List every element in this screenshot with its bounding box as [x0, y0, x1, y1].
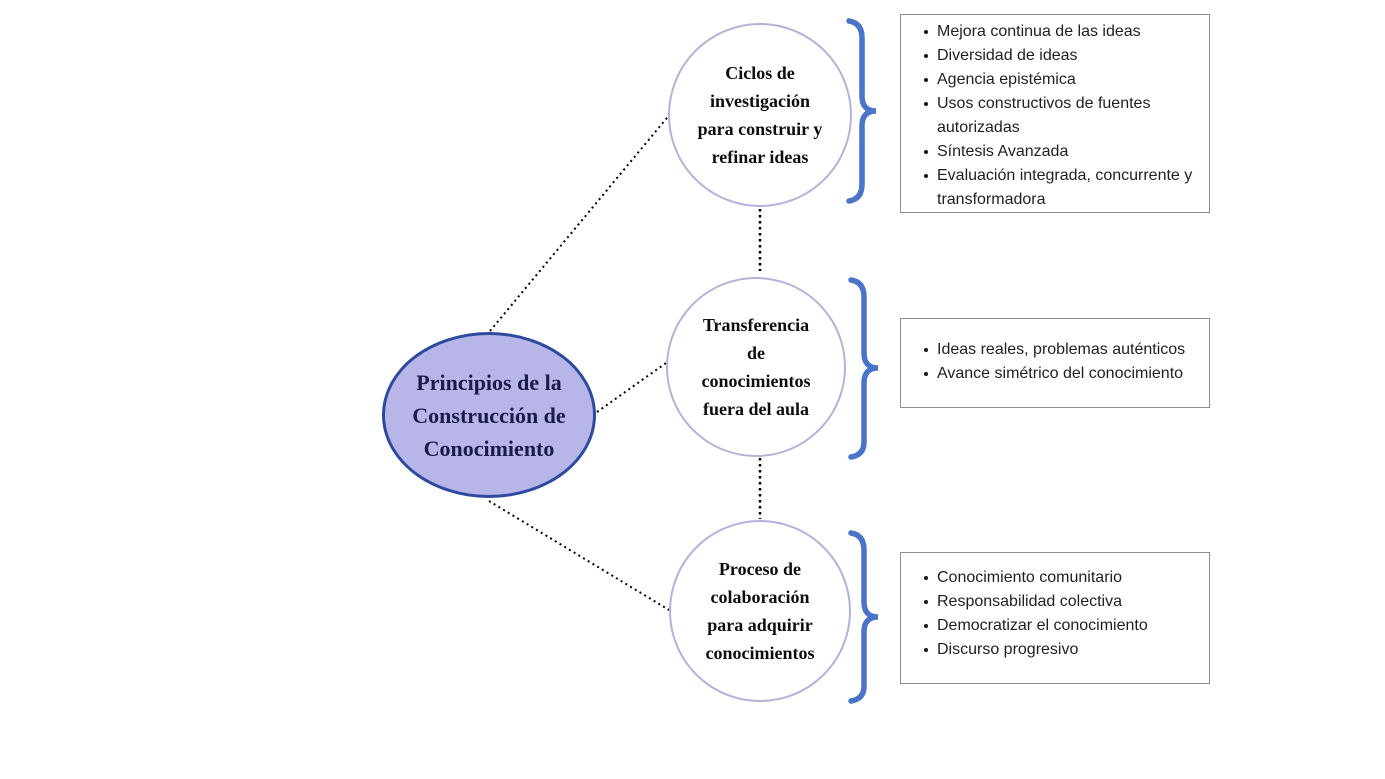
bullet-list-item: Agencia epistémica	[923, 68, 1197, 92]
central-node-line: Conocimiento	[423, 435, 555, 461]
circle-node-line: Transferencia	[702, 315, 810, 335]
bullet-list: Ideas reales, problemas auténticos Avanc…	[913, 338, 1197, 386]
detail-box-ciclos: Mejora continua de las ideas Diversidad …	[900, 14, 1210, 213]
circle-node-line: para adquirir	[707, 615, 813, 635]
central-node-line: Construcción de	[412, 402, 566, 428]
curly-brace-middle-icon	[848, 277, 879, 460]
dotted-connector-center-to-top	[489, 112, 672, 332]
bullet-list: Mejora continua de las ideas Diversidad …	[913, 20, 1197, 212]
bullet-list-item: Discurso progresivo	[923, 638, 1197, 662]
circle-node-label: Transferencia de conocimientos fuera del…	[702, 311, 811, 423]
bullet-list-item: Diversidad de ideas	[923, 44, 1197, 68]
bullet-list-item: Democratizar el conocimiento	[923, 614, 1197, 638]
bullet-list: Conocimiento comunitario Responsabilidad…	[913, 566, 1197, 662]
circle-node-line: de	[746, 343, 765, 363]
central-node-line: Principios de la	[416, 369, 562, 395]
bullet-list-item: Responsabilidad colectiva	[923, 590, 1197, 614]
bullet-list-item: Mejora continua de las ideas	[923, 20, 1197, 44]
circle-node-line: colaboración	[710, 587, 810, 607]
circle-node-line: Ciclos de	[725, 63, 795, 83]
bullet-list-item: Síntesis Avanzada	[923, 140, 1197, 164]
circle-node-line: Proceso de	[718, 559, 802, 579]
dotted-connector-center-to-middle	[596, 362, 667, 413]
circle-node-line: para construir y	[697, 119, 823, 139]
bullet-list-item: Avance simétrico del conocimiento	[923, 362, 1197, 386]
central-node-principios: Principios de la Construcción de Conocim…	[382, 332, 596, 498]
bullet-list-item: Evaluación integrada, concurrente y tran…	[923, 164, 1197, 212]
detail-box-proceso: Conocimiento comunitario Responsabilidad…	[900, 552, 1210, 684]
detail-box-transferencia: Ideas reales, problemas auténticos Avanc…	[900, 318, 1210, 408]
circle-node-label: Ciclos de investigación para construir y…	[698, 59, 823, 171]
bullet-list-item: Ideas reales, problemas auténticos	[923, 338, 1197, 362]
circle-node-label: Proceso de colaboración para adquirir co…	[706, 555, 815, 667]
circle-node-transferencia: Transferencia de conocimientos fuera del…	[666, 277, 846, 457]
circle-node-proceso: Proceso de colaboración para adquirir co…	[669, 520, 851, 702]
circle-node-line: conocimientos	[705, 643, 815, 663]
circle-node-line: investigación	[709, 91, 810, 111]
curly-brace-bottom-icon	[848, 530, 879, 704]
central-node-label: Principios de la Construcción de Conocim…	[412, 366, 565, 465]
bullet-list-item: Usos constructivos de fuentes autorizada…	[923, 92, 1197, 140]
circle-node-line: conocimientos	[701, 371, 811, 391]
dotted-connector-center-to-bottom	[488, 500, 670, 611]
curly-brace-top-icon	[846, 18, 877, 204]
circle-node-line: fuera del aula	[702, 399, 809, 419]
bullet-list-item: Conocimiento comunitario	[923, 566, 1197, 590]
circle-node-ciclos: Ciclos de investigación para construir y…	[668, 23, 852, 207]
circle-node-line: refinar ideas	[711, 147, 809, 167]
